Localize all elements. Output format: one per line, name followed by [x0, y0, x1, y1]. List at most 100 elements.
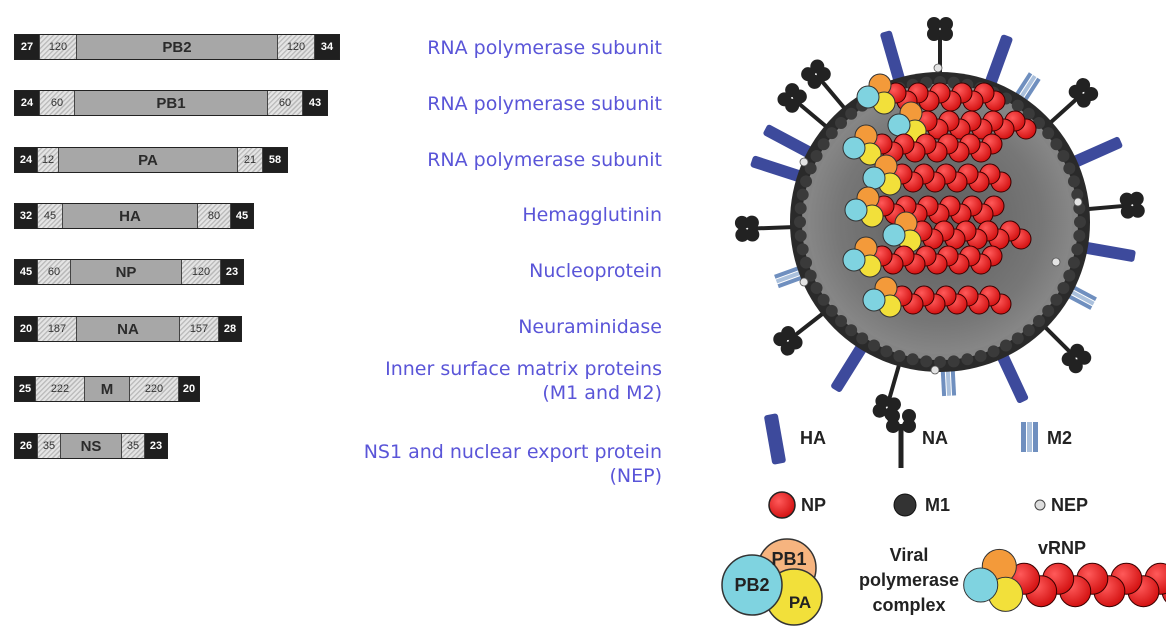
segment-left-end: 32 [15, 204, 37, 228]
m1-dot [794, 229, 807, 242]
ha-spike [763, 124, 813, 158]
ha-spike [1083, 241, 1136, 262]
m1-dot [880, 345, 893, 358]
m1-dot [845, 324, 858, 337]
segment-left-end: 24 [15, 91, 39, 115]
vrnp-legend [963, 548, 1166, 612]
segment-left-utr: 222 [35, 377, 85, 401]
m2-helix [1067, 288, 1095, 306]
ha-spike-body [831, 343, 867, 392]
m1-dot [961, 353, 974, 366]
segment-left-end: 20 [15, 317, 37, 341]
m1-dot [1071, 243, 1084, 256]
m2-helix [774, 265, 802, 279]
pb2-subunit [844, 198, 868, 222]
na-spike [1087, 191, 1145, 219]
label-ha: Hemagglutinin [522, 204, 662, 226]
vrnp-group [842, 73, 1037, 318]
segment-left-utr: 60 [39, 91, 75, 115]
segment-name: NA [77, 317, 179, 341]
segment-bar-ns: 26 35 NS 35 23 [14, 433, 168, 459]
segment-bar-pb1: 24 60 PB1 60 43 [14, 90, 328, 116]
legend-np-label: NP [801, 495, 827, 515]
na-head [785, 98, 800, 113]
m1-dot [835, 117, 848, 130]
m1-dot [800, 256, 813, 269]
m1-dot [1074, 216, 1086, 228]
m2-spike [774, 265, 806, 289]
m1-dot [1063, 162, 1076, 175]
na-head [927, 17, 941, 31]
segment-name: NS [61, 434, 121, 458]
pb2-subunit [963, 567, 999, 603]
ha-spike-body [750, 155, 803, 182]
m1-dot [825, 304, 838, 317]
legend-na-label: NA [922, 428, 948, 448]
m2-helix [950, 367, 957, 396]
segment-name: M [85, 377, 129, 401]
legend-m2-label: M2 [1047, 428, 1073, 448]
na-spike [773, 311, 825, 356]
na-spike [1043, 325, 1092, 374]
m2-spike [940, 367, 957, 397]
ha-spike [750, 155, 803, 182]
segment-name: PB2 [77, 35, 277, 59]
ha-spike-body [1071, 136, 1123, 168]
m1-dot [804, 162, 817, 175]
m1-dot [804, 269, 817, 282]
na-spike [927, 17, 953, 74]
m1-dot [835, 314, 848, 327]
surface-spikes [734, 17, 1145, 421]
na-head [788, 335, 803, 350]
ha-spike [880, 30, 905, 83]
label-ns-line2: (NEP) [609, 465, 662, 487]
segment-right-end: 23 [145, 434, 167, 458]
na-head [1061, 352, 1076, 367]
segment-right-end: 45 [231, 204, 253, 228]
segment-left-utr: 12 [37, 148, 59, 172]
label-pb2: RNA polymerase subunit [427, 37, 662, 59]
complex-line1: Viral [889, 545, 929, 565]
vrnp [842, 236, 1003, 278]
nep-dot [933, 63, 943, 73]
segment-bar-np: 45 60 NP 120 23 [14, 259, 244, 285]
m1-dot [825, 127, 838, 140]
m1-dot [906, 353, 919, 366]
m2-helix [945, 367, 952, 396]
segment-left-end: 45 [15, 260, 37, 284]
nep-dot [1051, 257, 1061, 267]
na-head [886, 397, 901, 412]
na-head [1068, 84, 1083, 99]
m1-dot [817, 293, 830, 306]
m1-dot [987, 345, 1000, 358]
na-stalk [1087, 203, 1130, 212]
legend-ha-icon [764, 413, 786, 465]
nep-dot [799, 157, 809, 167]
legend-m2-icon [1021, 422, 1038, 452]
segment-bar-na: 20 187 NA 157 28 [14, 316, 242, 342]
segment-right-utr: 157 [179, 317, 219, 341]
m2-spike [1065, 284, 1097, 310]
na-head [744, 215, 759, 230]
segment-left-utr: 187 [37, 317, 77, 341]
m1-dot [920, 355, 933, 368]
polymerase-complex-label: Viral polymerase complex [848, 543, 970, 618]
na-spike [734, 215, 793, 242]
segment-right-utr: 35 [121, 434, 145, 458]
na-head [734, 215, 749, 230]
m2-helix [1022, 77, 1041, 104]
m1-dot [868, 339, 881, 352]
label-ns-line1: NS1 and nuclear export protein [363, 441, 662, 463]
pa-label: PA [789, 593, 811, 612]
segment-right-end: 43 [303, 91, 327, 115]
na-head [927, 27, 941, 41]
vrnp [862, 276, 1012, 318]
na-head [875, 394, 890, 409]
pb2-label: PB2 [734, 575, 769, 595]
pb2-subunit [862, 288, 886, 312]
segment-right-end: 20 [179, 377, 199, 401]
pb2-subunit [842, 248, 866, 272]
m2-helix [775, 270, 804, 284]
ha-spike-body [880, 30, 905, 83]
label-pb1: RNA polymerase subunit [427, 93, 662, 115]
